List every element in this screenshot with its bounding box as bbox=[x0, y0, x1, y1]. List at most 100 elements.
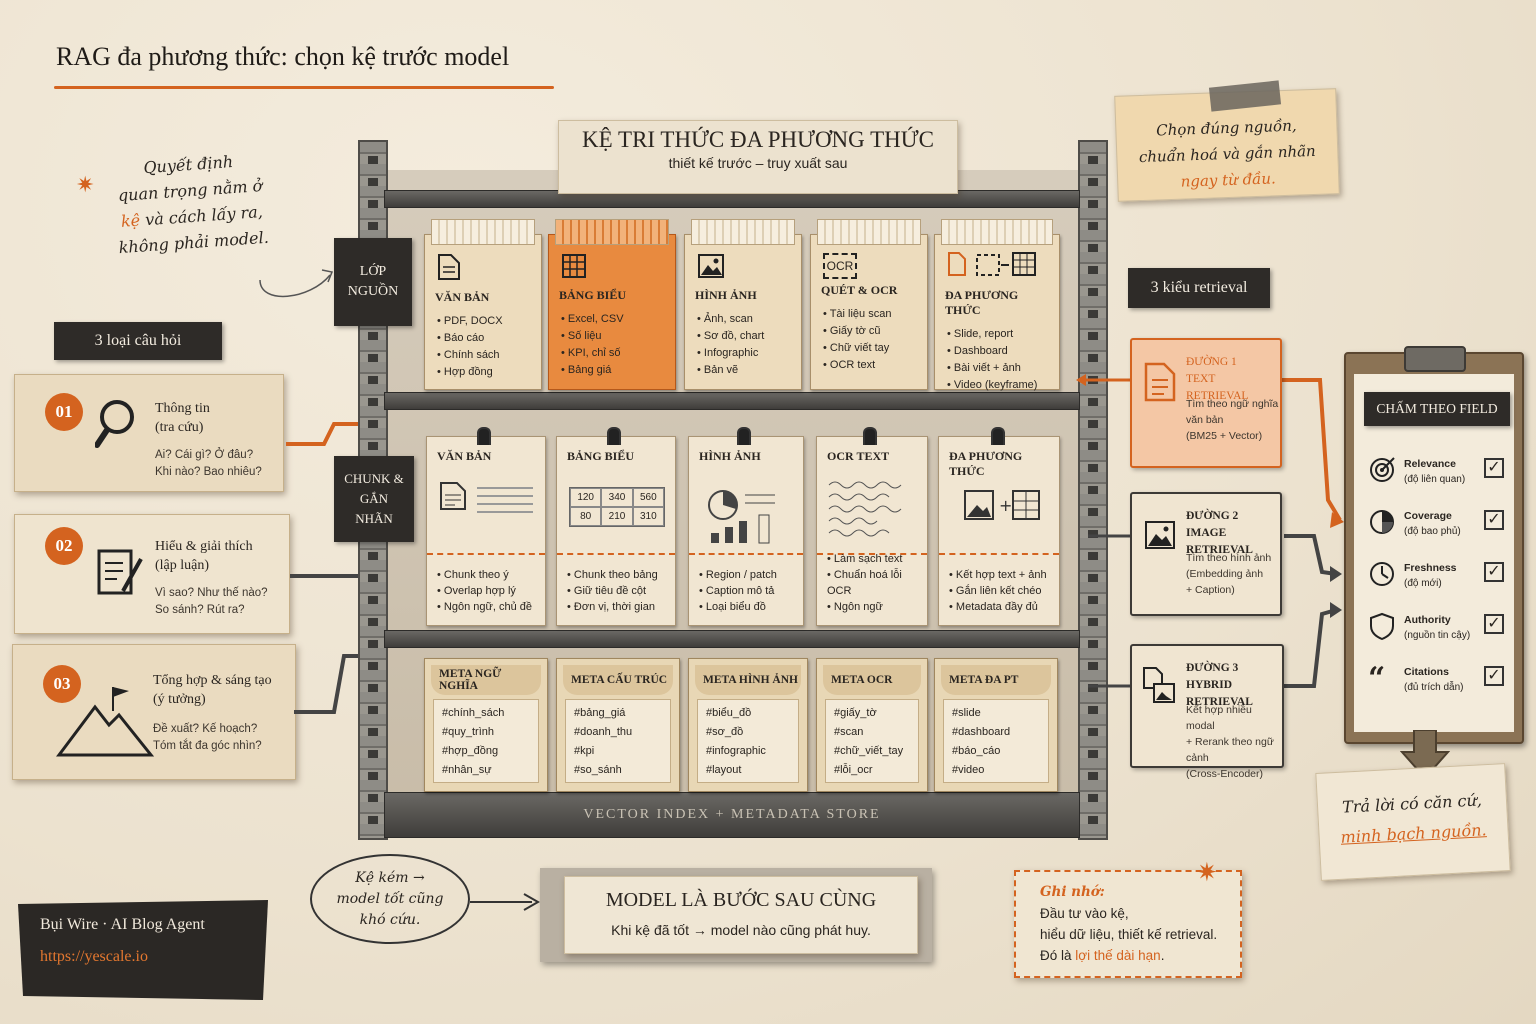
chunk-card-title: HÌNH ẢNH bbox=[699, 449, 761, 463]
chunk-card-table: BẢNG BIỂU 120 340 560 80 210 310 • Chunk… bbox=[556, 427, 676, 626]
magnifier-icon bbox=[95, 400, 134, 448]
question-card-1: 01 Thông tin(tra cứu) Ai? Cái gì? Ở đâu?… bbox=[14, 374, 284, 492]
checkbox[interactable]: ✓ bbox=[1484, 666, 1504, 686]
source-box-list: • PDF, DOCX• Báo cáo • Chính sách• Hợp đ… bbox=[437, 315, 503, 378]
source-box-list: • Slide, report• Dashboard • Bài viết + … bbox=[947, 328, 1038, 391]
criterion-sub: (độ liên quan) bbox=[1404, 474, 1466, 485]
checkbox[interactable]: ✓ bbox=[1484, 614, 1504, 634]
chunk-card-title: VĂN BẢN bbox=[437, 449, 492, 463]
credit-author: Bụi Wire · AI Blog Agent bbox=[40, 916, 205, 933]
question-card-2: 02 Hiểu & giải thích(lập luận) Vì sao? N… bbox=[14, 514, 290, 634]
source-box-list: • Excel, CSV• Số liệu • KPI, chỉ số• Bản… bbox=[561, 313, 624, 376]
sparkle-icon: ✷ bbox=[76, 172, 95, 197]
image-icon bbox=[1145, 521, 1175, 549]
chart-sketch-icon bbox=[708, 490, 775, 544]
meta-box-title: META OCR bbox=[823, 665, 921, 695]
layer-label-source: LỚP NGUỒN bbox=[334, 238, 412, 326]
question-examples: Ai? Cái gì? Ở đâu?Khi nào? Bao nhiêu? bbox=[155, 449, 262, 478]
scoring-header: CHẤM THEO FIELD bbox=[1364, 392, 1510, 426]
down-arrow-icon bbox=[1400, 730, 1450, 780]
source-box-title: VĂN BẢN bbox=[435, 290, 490, 304]
document-icon bbox=[440, 482, 466, 510]
criterion-name: Freshness bbox=[1404, 562, 1457, 574]
shelf-header: KỆ TRI THỨC ĐA PHƯƠNG THỨC thiết kế trướ… bbox=[558, 120, 958, 194]
mountain-flag-icon bbox=[56, 687, 155, 757]
chunk-card-list: • Chunk theo bảng• Giữ tiêu đề cột• Đơn … bbox=[567, 569, 658, 613]
clipboard-paper bbox=[1354, 374, 1514, 732]
chunk-card-list: • Region / patch• Caption mô tả• Loại bi… bbox=[699, 569, 777, 613]
checkbox[interactable]: ✓ bbox=[1484, 458, 1504, 478]
criterion-name: Relevance bbox=[1404, 458, 1456, 470]
chunk-card-list: • Kết hợp text + ảnh• Gắn liên kết chéo•… bbox=[949, 569, 1047, 613]
note-left: Quyết định quan trọng nằm ở kệ và cách l… bbox=[117, 151, 270, 258]
meta-box-title: META CẤU TRÚC bbox=[563, 665, 673, 695]
meta-tags: #giấy_tờ#scan #chữ_viết_tay#lỗi_ocr bbox=[825, 699, 919, 783]
source-box-image: HÌNH ẢNH • Ảnh, scan• Sơ đồ, chart • Inf… bbox=[684, 219, 802, 390]
shelf-beam bbox=[384, 630, 1080, 648]
svg-text:+: + bbox=[999, 496, 1012, 515]
chunk-card-multimodal: ĐA PHƯƠNG THỨC + • Kết hợp text + ảnh• G… bbox=[938, 427, 1060, 626]
chunk-card-title: BẢNG BIỂU bbox=[567, 449, 635, 463]
sparkle-icon: ✷ bbox=[1196, 858, 1218, 887]
criterion-freshness: Freshness (độ mới) ✓ bbox=[1368, 558, 1504, 610]
meta-box-title: META NGỮ NGHĨA bbox=[431, 665, 541, 695]
meta-box-semantic: META NGỮ NGHĨA #chính_sách#quy_trình #hợ… bbox=[424, 658, 548, 792]
source-box-title: QUÉT & OCR bbox=[821, 283, 898, 297]
credit-url[interactable]: https://yescale.io bbox=[40, 948, 148, 965]
source-box-table: BẢNG BIỂU • Excel, CSV• Số liệu • KPI, c… bbox=[548, 219, 676, 390]
criterion-name: Citations bbox=[1404, 666, 1449, 678]
meta-box-ocr: META OCR #giấy_tờ#scan #chữ_viết_tay#lỗi… bbox=[816, 658, 928, 792]
route-desc: Kết hợp nhiều modal+ Rerank theo ngữ cản… bbox=[1186, 704, 1274, 780]
question-title: Thông tin(tra cứu) bbox=[155, 401, 210, 435]
table-icon bbox=[562, 254, 586, 278]
question-examples: Đề xuất? Kế hoạch?Tóm tắt đa góc nhìn? bbox=[153, 723, 262, 752]
criterion-coverage: Coverage (độ bao phủ) ✓ bbox=[1368, 506, 1504, 558]
criterion-authority: Authority (nguồn tin cậy) ✓ bbox=[1368, 610, 1504, 662]
question-title: Tổng hợp & sáng tạo(ý tưởng) bbox=[153, 673, 272, 707]
clipboard-clip bbox=[1404, 346, 1466, 372]
checkbox[interactable]: ✓ bbox=[1484, 510, 1504, 530]
checkbox[interactable]: ✓ bbox=[1484, 562, 1504, 582]
chunk-card-text: VĂN BẢN • Chunk theo ý• Overlap hợp lý• … bbox=[426, 427, 546, 626]
criterion-sub: (độ bao phủ) bbox=[1404, 526, 1461, 537]
result-note: Trả lời có căn cứ, minh bạch nguồn. bbox=[1315, 763, 1511, 881]
question-number: 02 bbox=[45, 527, 83, 565]
chunk-card-title: ĐA PHƯƠNG THỨC bbox=[949, 449, 1023, 478]
meta-box-multimodal: META ĐA PT #slide#dashboard #báo_cáo#vid… bbox=[934, 658, 1058, 792]
criterion-sub: (đủ trích dẫn) bbox=[1404, 682, 1464, 693]
criterion-name: Authority bbox=[1404, 614, 1451, 626]
mini-table: 120 340 560 80 210 310 bbox=[569, 487, 665, 527]
chunk-card-list: • Làm sạch text• Chuẩn hoá lỗi OCR• Ngôn… bbox=[827, 553, 903, 613]
note-left-arrow bbox=[259, 269, 334, 298]
criterion-sub: (nguồn tin cậy) bbox=[1404, 630, 1471, 641]
question-number: 03 bbox=[43, 665, 81, 703]
retrieval-header: 3 kiểu retrieval bbox=[1128, 268, 1270, 308]
source-box-list: • Tài liệu scan• Giấy tờ cũ • Chữ viết t… bbox=[823, 308, 892, 371]
ocr-icon: OCR bbox=[823, 253, 857, 279]
image-icon bbox=[698, 254, 724, 278]
question-examples: Vì sao? Như thế nào?So sánh? Rút ra? bbox=[155, 587, 268, 616]
route-desc: Tìm theo hình ảnh(Embedding ảnh+ Caption… bbox=[1186, 552, 1272, 596]
chunk-card-list: • Chunk theo ý• Overlap hợp lý• Ngôn ngữ… bbox=[437, 569, 532, 613]
quote-icon: “ bbox=[1368, 661, 1386, 696]
criterion-name: Coverage bbox=[1404, 510, 1452, 522]
source-box-title: BẢNG BIỂU bbox=[559, 288, 627, 302]
credit-block: Bụi Wire · AI Blog Agent https://yescale… bbox=[18, 900, 268, 1000]
meta-box-structure: META CẤU TRÚC #bảng_giá#doanh_thu #kpi#s… bbox=[556, 658, 680, 792]
chunk-card-image: HÌNH ẢNH • Region / patch• Caption mô tả… bbox=[688, 427, 804, 626]
source-box-title: HÌNH ẢNH bbox=[695, 288, 757, 302]
model-banner-title: MODEL LÀ BƯỚC SAU CÙNG bbox=[605, 889, 877, 911]
hybrid-icon bbox=[1143, 667, 1175, 703]
bubble-arrow bbox=[470, 893, 541, 911]
question-card-3: 03 Tổng hợp & sáng tạo(ý tưởng) Đề xuất?… bbox=[12, 644, 296, 780]
image-plus-table-icon: + bbox=[964, 490, 1040, 520]
page-title: RAG đa phương thức: chọn kệ trước model bbox=[56, 42, 510, 71]
meta-box-title: META ĐA PT bbox=[941, 665, 1051, 695]
